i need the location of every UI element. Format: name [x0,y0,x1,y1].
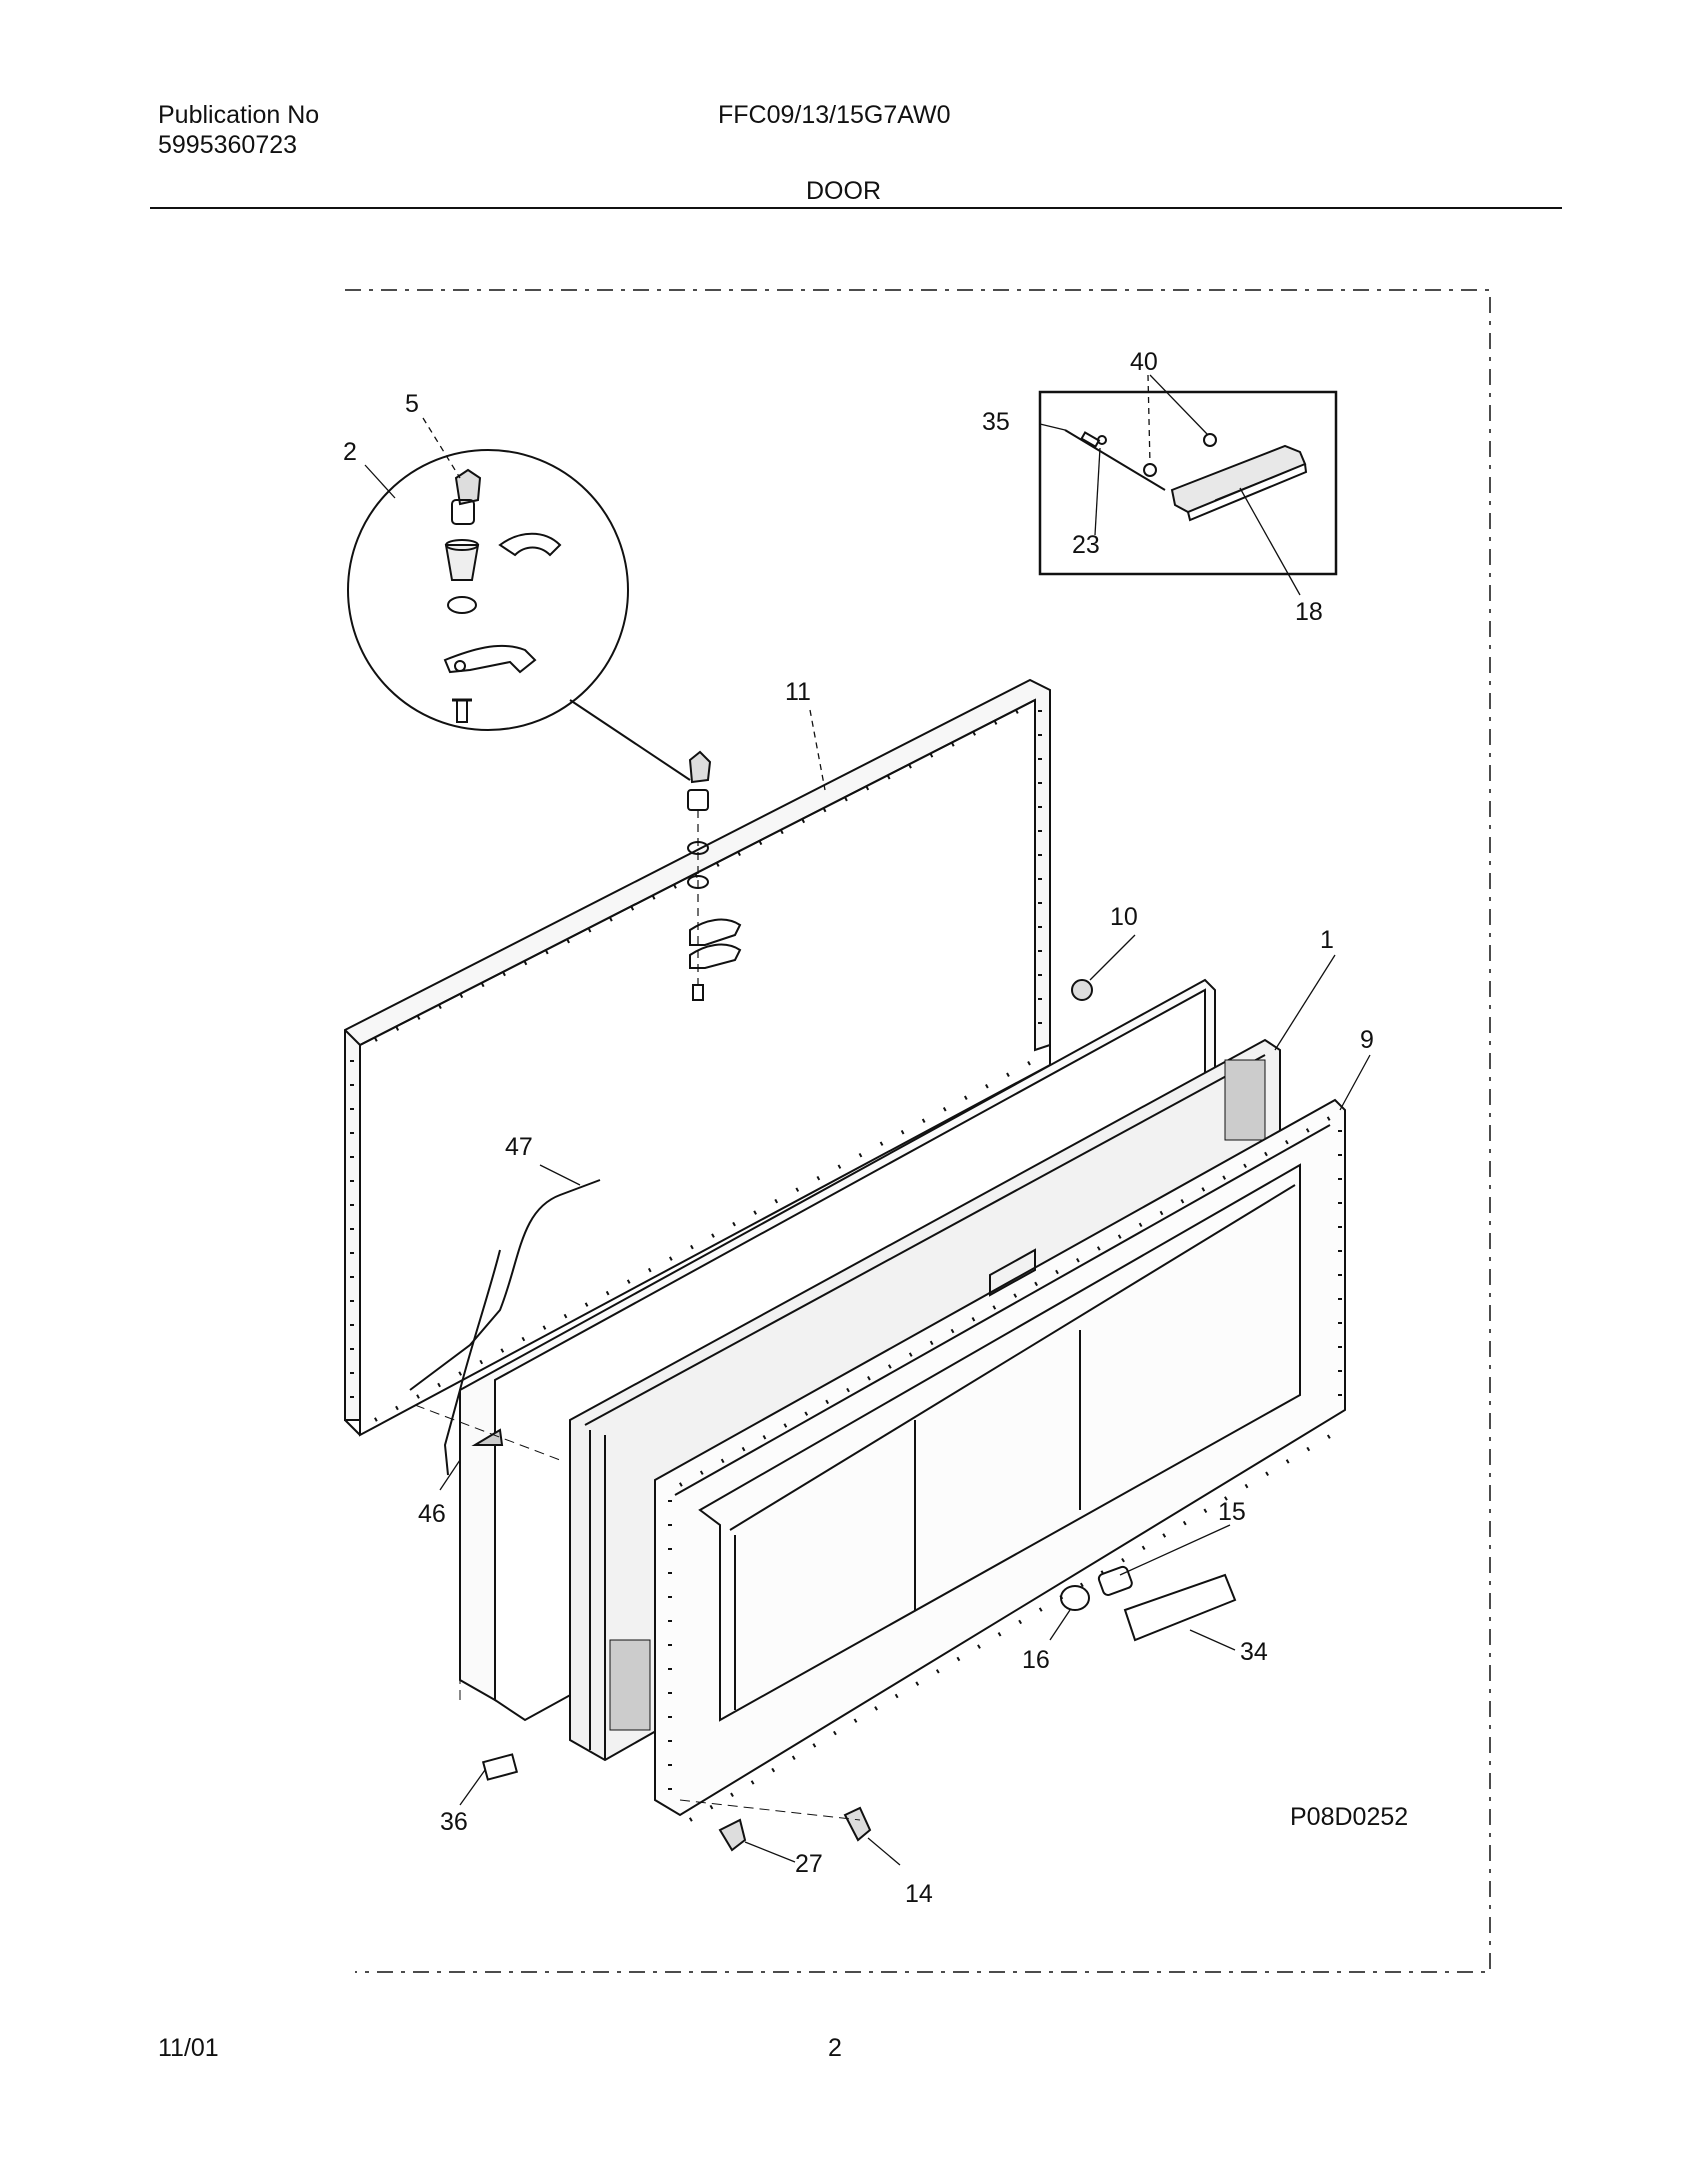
callout-47: 47 [505,1133,533,1161]
small-parts [409,979,1237,1852]
hinge-parts-installed [687,750,742,1001]
callout-40: 40 [1130,348,1158,376]
hinge-detail-circle [347,449,629,731]
callout-5: 5 [405,390,419,418]
page-number: 2 [828,2034,842,2062]
hinge-parts-exploded [443,468,562,723]
model-number: FFC09/13/15G7AW0 [718,101,951,129]
publication-number: 5995360723 [158,131,298,159]
callout-9: 9 [1360,1026,1374,1054]
drawing-code: P08D0252 [1290,1803,1408,1831]
publication-label: Publication No [158,101,320,129]
handle-assembly [1064,429,1308,522]
callout-34: 34 [1240,1638,1268,1666]
callout-11: 11 [785,678,811,706]
callout-36: 36 [440,1808,468,1836]
callout-14: 14 [905,1880,933,1908]
diagram-border [345,289,1491,1973]
callout-10: 10 [1110,903,1138,931]
callout-leaders [364,374,1371,1866]
washer-icon-2 [1203,433,1217,447]
callout-27: 27 [795,1850,823,1878]
callout-35: 35 [982,408,1010,436]
door-liner [344,678,1051,1437]
section-title: DOOR [806,177,881,205]
washer-icon [1143,463,1157,477]
callout-16: 16 [1022,1646,1050,1674]
callout-18: 18 [1295,598,1323,626]
callout-1: 1 [1320,926,1334,954]
callout-2: 2 [343,438,357,466]
callout-15: 15 [1218,1498,1246,1526]
footer-date: 11/01 [158,2034,219,2062]
handle-detail-box [1038,390,1338,576]
callout-46: 46 [418,1500,446,1528]
door-gasket [654,1098,1346,1822]
header-rule [150,207,1562,209]
hinge-leader [569,699,691,781]
callout-23: 23 [1072,531,1100,559]
